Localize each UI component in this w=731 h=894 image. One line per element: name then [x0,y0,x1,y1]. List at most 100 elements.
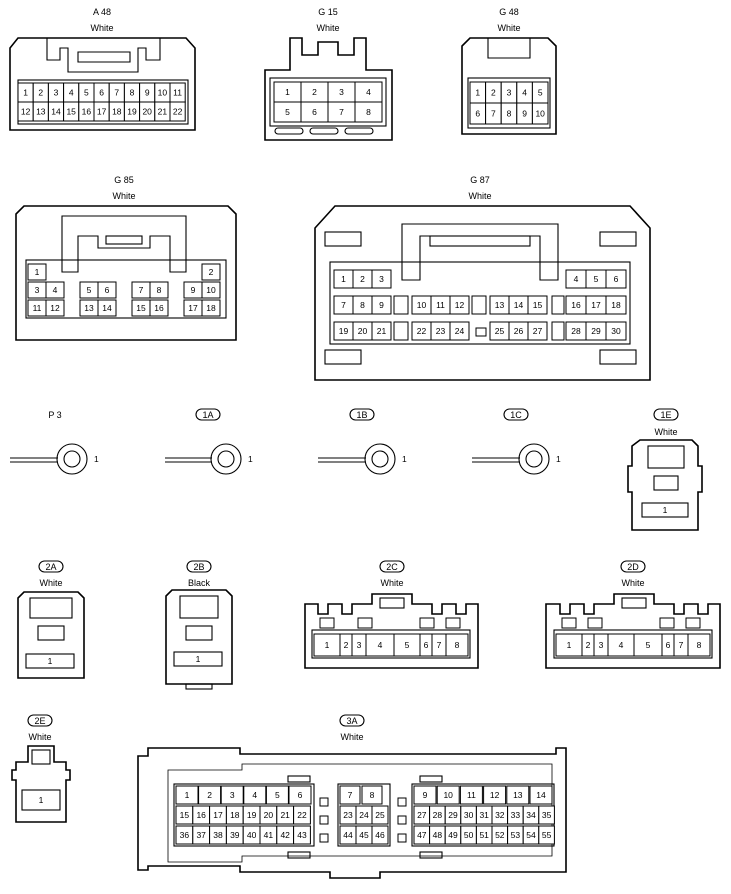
connector-a48-color: White [90,23,113,33]
connector-3a-pin-9: 9 [423,790,428,800]
connector-g87-pin-cavity [475,327,487,337]
connector-2e-title: 2E [34,716,45,726]
connector-2d-pin-5: 5 [646,640,651,650]
connector-g87-pin-6-cell [605,269,627,289]
connector-a48-pin-12: 12 [21,107,31,117]
connector-3a-pin-49: 49 [448,830,458,840]
connector-3a-pin-25: 25 [375,810,385,820]
connector-g87-title: G 87 [470,175,490,185]
connector-2d-pin-cavity [561,617,577,629]
connector-g87-pin-27-cell [527,321,548,341]
connector-3a-pin-54: 54 [526,830,536,840]
connector-3a-slot [419,775,443,783]
connector-3a-pin-19: 19 [247,810,257,820]
connector-g87-pin-area [329,261,631,345]
connector-g85-pin-6: 6 [105,285,110,295]
connector-3a-pin-50: 50 [464,830,474,840]
connector-2c-pin-area [311,629,471,659]
connector-2c-pin-7: 7 [437,640,442,650]
connector-g87-pin-18: 18 [611,300,621,310]
connector-a48-pin-10: 10 [158,88,168,98]
connector-3a-pin-30: 30 [464,810,474,820]
connector-g15-pin-8: 8 [366,107,371,117]
connector-2d-pin-1: 1 [567,640,572,650]
terminal-p3: P 3 1 [10,410,99,475]
connector-g85-title: G 85 [114,175,134,185]
connector-3a-pin-4-cell [243,785,267,805]
connector-3a-pin-23: 23 [343,810,353,820]
connector-g85-pin-14: 14 [102,303,112,313]
connector-3a-pin-35: 35 [542,810,552,820]
connector-3a-pin-35-cell [538,805,555,825]
connector-2c-label-badge [379,560,405,573]
connector-g87-pin-cavity [393,321,409,341]
connector-2d-pin-3: 3 [599,640,604,650]
connector-2d-pin-4: 4 [619,640,624,650]
connector-g85-pin-5: 5 [87,285,92,295]
connector-g87-pin-8: 8 [360,300,365,310]
connector-2d-pin-cavity [685,617,701,629]
connector-g48-pin-4: 4 [522,88,527,98]
connector-3a-pin-area-middle [337,783,391,847]
connector-3a-pin-7-cell [339,785,361,805]
connector-g15-slot [309,127,339,135]
connector-3a-pin-45: 45 [359,830,369,840]
connector-1e-title: 1E [660,410,671,420]
connector-3a-pin-21: 21 [280,810,290,820]
connector-g48-pin-10-cell [531,102,549,125]
connector-3a-pin-28: 28 [433,810,443,820]
connector-g87-tab [324,231,362,247]
connector-g48-pin-2: 2 [491,88,496,98]
connector-3a-pin-14: 14 [536,790,546,800]
connector-2c-pin-4: 4 [378,640,383,650]
connector-3a-pin-34: 34 [526,810,536,820]
connector-g87-pin-30-cell [605,321,627,341]
connector-2d-label-badge [620,560,646,573]
connector-2d-pin-2: 2 [586,640,591,650]
connector-2d-pin-area [553,629,713,659]
connector-2a-title: 2A [45,562,56,572]
terminal-p3-pin: 1 [94,454,99,464]
connector-3a-pin-27: 27 [417,810,427,820]
connector-3a-pin-24: 24 [359,810,369,820]
connector-g87-pin-18-cell [605,295,627,315]
connector-g85-pin-9: 9 [191,285,196,295]
connector-g87-pin-cavity [393,295,409,315]
connector-g87-pin-26: 26 [514,326,524,336]
connector-a48-pin-11: 11 [173,88,182,98]
connector-a48-pin-19: 19 [127,107,137,117]
connector-1e-label-badge [653,408,679,421]
connector-g15-pin-4: 4 [366,87,371,97]
connector-g15-pin-7: 7 [339,107,344,117]
connector-g85-pin-3: 3 [35,285,40,295]
connector-2b-color: Black [188,578,211,588]
connector-3a-label-badge [339,714,365,727]
terminal-p3-title: P 3 [48,410,61,420]
connector-3a-pin-10: 10 [443,790,453,800]
connector-g85-pin-10: 10 [206,285,216,295]
connector-a48-pin-17: 17 [97,107,107,117]
connector-g87-pin-9-cell [371,295,392,315]
connector-3a-pin-53: 53 [511,830,521,840]
connector-2c-title: 2C [386,562,398,572]
connector-a48-pin-20: 20 [142,107,152,117]
connector-g85-pin-10-cell [201,281,221,299]
connector-2d-color: White [621,578,644,588]
connector-a48-pin-8: 8 [130,88,135,98]
connector-2c-pin-cavity [419,617,435,629]
connector-3a-pin-48: 48 [433,830,443,840]
connector-2d-pin-8-cell [687,633,711,657]
connector-a48-pin-6: 6 [99,88,104,98]
connector-3a-pin-cavity [319,833,329,843]
connector-2c-latch [379,597,405,609]
connector-2c-pin-cavity [357,617,373,629]
connector-g48-pin-9: 9 [522,109,527,119]
connector-3a-pin-11: 11 [467,790,476,800]
connector-2c-pin-8: 8 [455,640,460,650]
connector-2e-label-badge [27,714,53,727]
connector-g87-pin-3: 3 [379,274,384,284]
